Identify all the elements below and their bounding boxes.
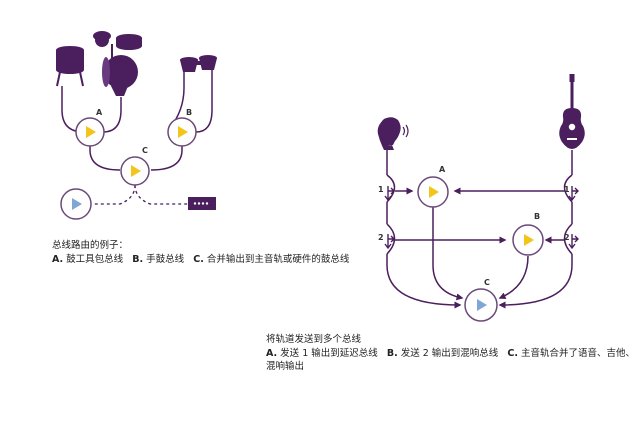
send-marker-guitar-2: 2 <box>564 233 579 250</box>
caption-key-a: A. <box>52 254 64 265</box>
caption-key-c: C. <box>193 254 204 265</box>
left-caption-title: 总线路由的例子： <box>52 240 129 251</box>
node-label-b: B <box>186 108 192 117</box>
node-label-a: A <box>96 108 103 117</box>
caption-text-b: 发送 2 输出到混响总线 <box>400 348 499 359</box>
send-marker-guitar-1: 1 <box>564 185 579 202</box>
send-label-right-2: 2 <box>564 233 570 242</box>
send-label-left-2: 2 <box>378 233 384 242</box>
play-icon <box>86 126 96 138</box>
left-bus-routing-diagram: A B C <box>56 31 217 220</box>
hardware-output-icon <box>188 197 216 210</box>
drum-kit-icon <box>56 31 142 96</box>
bongo-icon <box>180 55 217 72</box>
caption-key-a: A. <box>266 348 278 359</box>
right-caption-title: 将轨道发送到多个总线 <box>266 334 362 345</box>
send-marker-voice-2: 2 <box>378 233 395 250</box>
master-track-node <box>60 188 92 220</box>
combined-drum-bus-node-c: C <box>120 146 150 186</box>
caption-text-a: 鼓工具包总线 <box>66 254 124 265</box>
right-send-routing-diagram: 1 2 1 2 A B C <box>377 74 585 322</box>
play-icon <box>131 165 141 177</box>
voice-head-icon <box>377 117 409 150</box>
play-icon <box>477 299 487 311</box>
guitar-icon <box>559 74 585 149</box>
delay-bus-node-a: A <box>417 165 449 208</box>
left-caption-items: A. 鼓工具包总线 B. 手鼓总线 C. 合并输出到主音轨或硬件的鼓总线 <box>52 253 349 266</box>
caption-text-a: 发送 1 输出到延迟总线 <box>280 348 378 359</box>
bongo-bus-node-b: B <box>167 108 197 147</box>
send-marker-voice-1: 1 <box>378 185 395 202</box>
caption-key-c: C. <box>507 348 518 359</box>
caption-text-b: 手鼓总线 <box>146 254 185 265</box>
caption-key-b: B. <box>386 348 398 359</box>
play-icon <box>429 186 439 198</box>
node-label-a: A <box>439 165 446 174</box>
node-label-b: B <box>534 212 540 221</box>
reverb-bus-node-b: B <box>512 212 544 256</box>
caption-text-c: 合并输出到主音轨或硬件的鼓总线 <box>206 254 350 265</box>
play-icon <box>72 198 82 210</box>
play-icon <box>524 234 534 246</box>
send-label-left-1: 1 <box>378 185 384 194</box>
send-label-right-1: 1 <box>564 185 570 194</box>
master-track-node-c: C <box>464 278 498 322</box>
caption-key-b: B. <box>132 254 144 265</box>
play-icon <box>178 126 188 138</box>
node-label-c: C <box>142 146 148 155</box>
node-label-c: C <box>484 278 490 287</box>
right-caption-items: A. 发送 1 输出到延迟总线 B. 发送 2 输出到混响总线 C. 主音轨合并… <box>266 347 635 360</box>
drum-kit-bus-node-a: A <box>75 108 105 147</box>
caption-text-c-line1: 主音轨合并了语音、吉他、 <box>521 348 636 359</box>
right-caption-continuation: 混响输出 <box>266 361 305 372</box>
